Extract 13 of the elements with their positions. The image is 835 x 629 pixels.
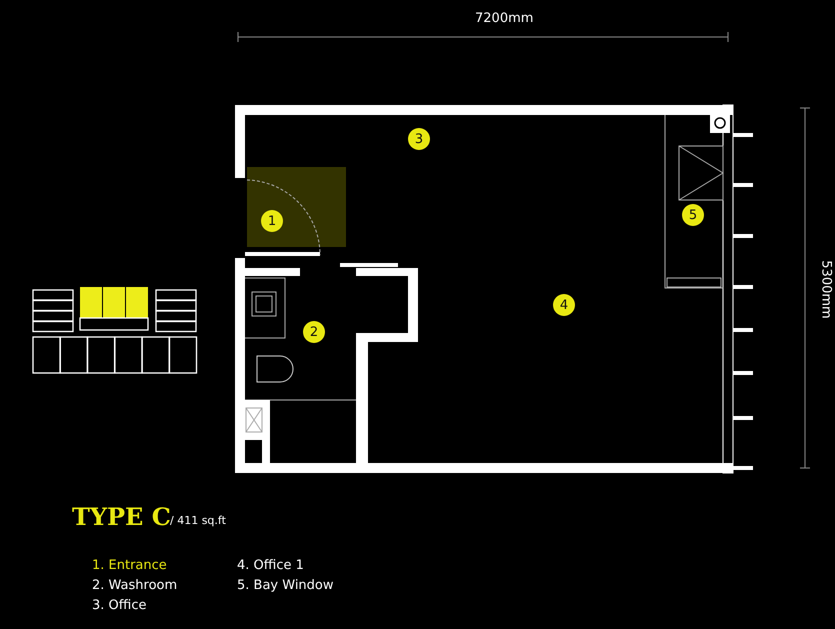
callout-number: 5 <box>682 204 704 226</box>
room-legend-item: 4. Office 1 <box>237 558 304 573</box>
callout-number: 2 <box>303 321 325 343</box>
room-legend-item: 5. Bay Window <box>237 578 334 593</box>
callout-number: 3 <box>408 128 430 150</box>
area-label: / 411 sq.ft <box>170 514 226 527</box>
dimension-label: 7200mm <box>475 11 534 26</box>
room-legend-item: 1. Entrance <box>92 558 167 573</box>
dimension-label: 5300mm <box>818 260 834 319</box>
room-legend-item: 3. Office <box>92 598 146 613</box>
plan-title: TYPE C <box>72 502 171 531</box>
callout-number: 4 <box>553 294 575 316</box>
room-legend-item: 2. Washroom <box>92 578 178 593</box>
